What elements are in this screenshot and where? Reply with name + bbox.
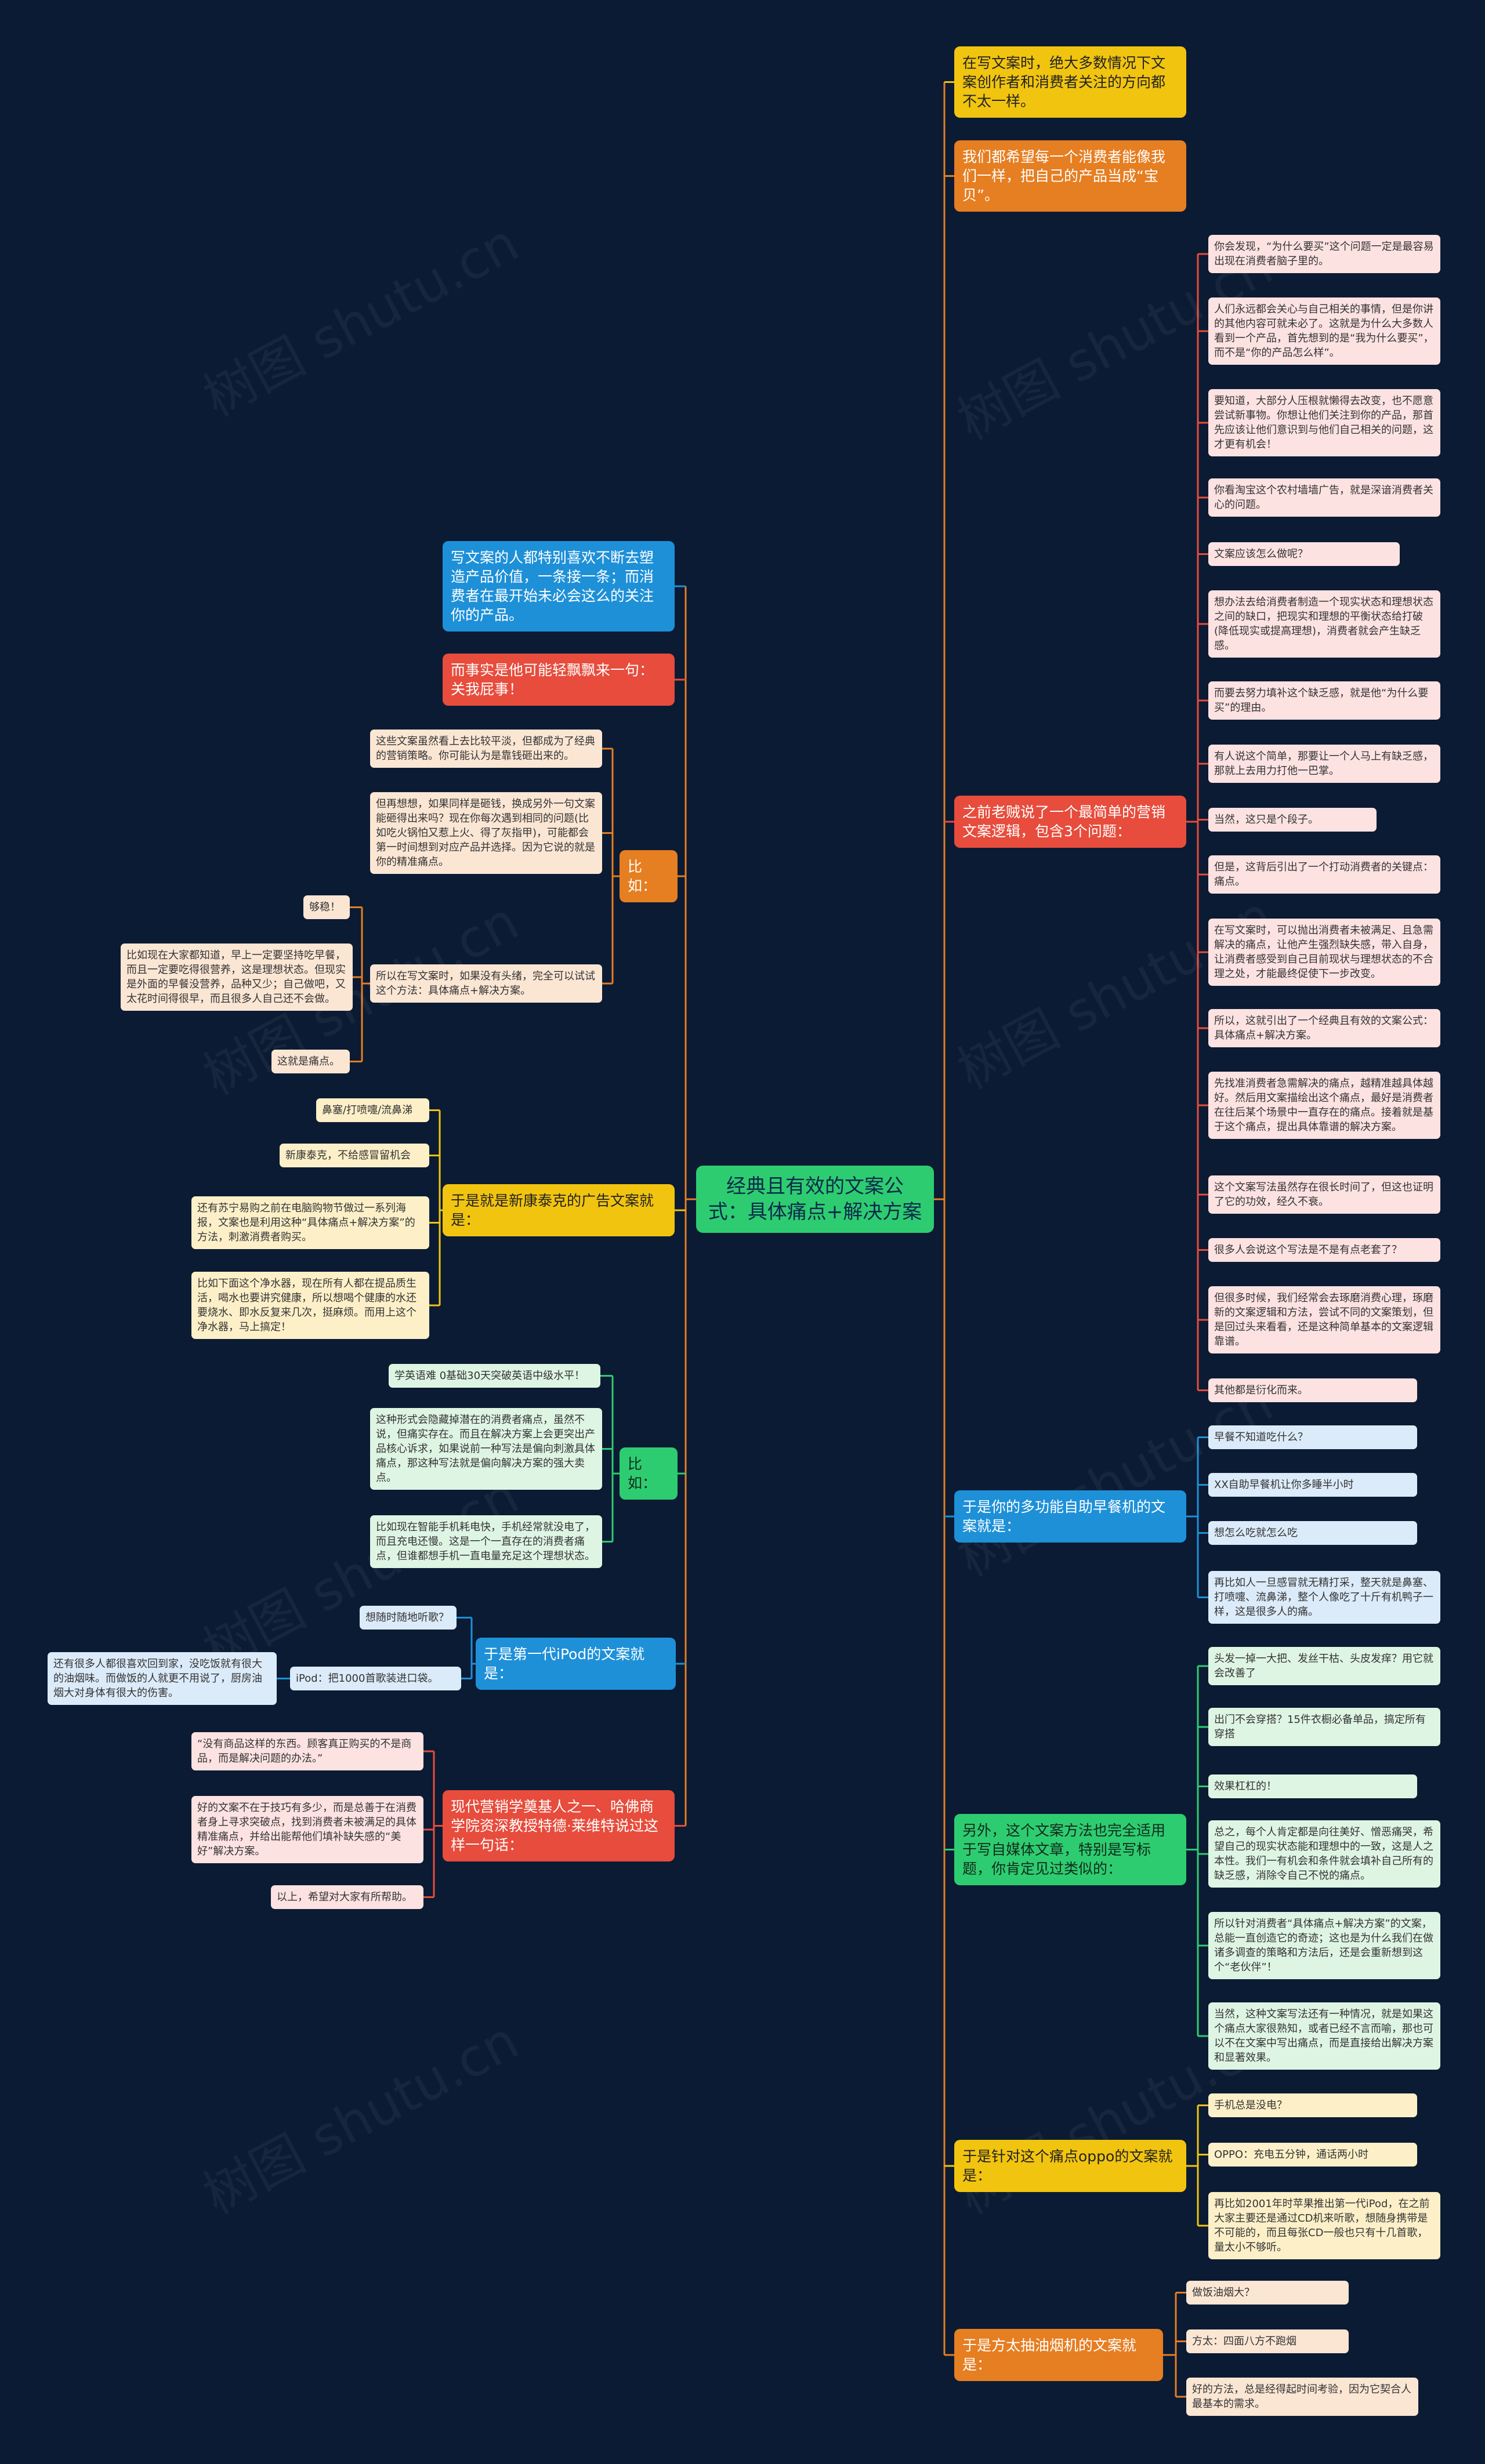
leaf-note: 头发一掉一大把、发丝干枯、头皮发痒？用它就会改善了: [1208, 1647, 1440, 1685]
leaf-note: 还有苏宁易购之前在电脑购物节做过一系列海报，文案也是利用这种“具体痛点+解决方案…: [191, 1196, 429, 1249]
leaf-note: 所以在写文案时，如果没有头绪，完全可以试试这个方法：具体痛点+解决方案。: [370, 964, 602, 1003]
leaf-note: 再比如2001年时苹果推出第一代iPod，在之前大家主要还是通过CD机来听歌，想…: [1208, 2192, 1440, 2259]
leaf-note: 以上，希望对大家有所帮助。: [271, 1885, 423, 1909]
leaf-note: 想随时随地听歌？: [360, 1606, 457, 1630]
center-topic[interactable]: 经典且有效的文案公式：具体痛点+解决方案: [696, 1166, 934, 1233]
leaf-note: 在写文案时，可以抛出消费者未被满足、且急需解决的痛点，让他产生强烈缺失感，带入自…: [1208, 919, 1440, 986]
leaf-note: 这些文案虽然看上去比较平淡，但都成为了经典的营销策略。你可能认为是靠钱砸出来的。: [370, 730, 602, 768]
branch-topic[interactable]: 于是方太抽油烟机的文案就是：: [954, 2329, 1163, 2381]
leaf-note: 总之，每个人肯定都是向往美好、憎恶痛哭，希望自己的现实状态能和理想中的一致，这是…: [1208, 1820, 1440, 1888]
branch-topic[interactable]: 另外，这个文案方法也完全适用于写自媒体文章，特别是写标题，你肯定见过类似的：: [954, 1814, 1186, 1885]
leaf-note: 但很多时候，我们经常会去琢磨消费心理，琢磨新的文案逻辑和方法，尝试不同的文案策划…: [1208, 1286, 1440, 1353]
leaf-note: 比如下面这个净水器，现在所有人都在提品质生活，喝水也要讲究健康，所以想喝个健康的…: [191, 1272, 429, 1339]
leaf-note: 但再想想，如果同样是砸钱，换成另外一句文案能砸得出来吗？现在你每次遇到相同的问题…: [370, 792, 602, 874]
leaf-note: 手机总是没电？: [1208, 2093, 1417, 2117]
leaf-note: 而要去努力填补这个缺乏感，就是他“为什么要买”的理由。: [1208, 681, 1440, 720]
leaf-note: 方太：四面八方不跑烟: [1186, 2329, 1349, 2353]
branch-topic[interactable]: 写文案的人都特别喜欢不断去塑造产品价值，一条接一条；而消费者在最开始未必会这么的…: [443, 541, 675, 632]
leaf-note: 早餐不知道吃什么？: [1208, 1425, 1417, 1449]
leaf-note: 好的方法，总是经得起时间考验，因为它契合人最基本的需求。: [1186, 2378, 1418, 2416]
leaf-note: 比如现在智能手机耗电快，手机经常就没电了，而且充电还慢。这是一个一直存在的消费者…: [370, 1515, 602, 1568]
branch-topic[interactable]: 在写文案时，绝大多数情况下文案创作者和消费者关注的方向都不太一样。: [954, 46, 1186, 118]
leaf-note: 你看淘宝这个农村墙墙广告，就是深谙消费者关心的问题。: [1208, 478, 1440, 517]
branch-topic[interactable]: 于是就是新康泰克的广告文案就是：: [443, 1184, 675, 1236]
leaf-note: 所以针对消费者“具体痛点+解决方案”的文案，总能一直创造它的奇迹；这也是为什么我…: [1208, 1912, 1440, 1979]
leaf-note: 新康泰克，不给感冒留机会: [280, 1144, 429, 1167]
leaf-note: OPPO：充电五分钟，通话两小时: [1208, 2143, 1417, 2167]
branch-topic[interactable]: 现代营销学奠基人之一、哈佛商学院资深教授特德·莱维特说过这样一句话：: [443, 1790, 675, 1861]
leaf-note: 这种形式会隐藏掉潜在的消费者痛点，虽然不说，但痛实存在。而且在解决方案上会更突出…: [370, 1408, 602, 1490]
leaf-note: 比如现在大家都知道，早上一定要坚持吃早餐，而且一定要吃得很营养，这是理想状态。但…: [121, 943, 353, 1011]
leaf-note: 出门不会穿搭？15件衣橱必备单品，搞定所有穿搭: [1208, 1708, 1440, 1746]
leaf-note: 还有很多人都很喜欢回到家，没吃饭就有很大的油烟味。而做饭的人就更不用说了，厨房油…: [48, 1652, 277, 1705]
branch-topic[interactable]: 于是针对这个痛点oppo的文案就是：: [954, 2140, 1186, 2192]
branch-topic[interactable]: 之前老贼说了一个最简单的营销文案逻辑，包含3个问题：: [954, 796, 1186, 848]
leaf-note: 很多人会说这个写法是不是有点老套了？: [1208, 1238, 1440, 1262]
leaf-note: XX自助早餐机让你多睡半小时: [1208, 1473, 1417, 1497]
leaf-note: 做饭油烟大？: [1186, 2281, 1349, 2305]
leaf-note: 这个文案写法虽然存在很长时间了，但这也证明了它的功效，经久不衰。: [1208, 1175, 1440, 1214]
leaf-note: 人们永远都会关心与自己相关的事情，但是你讲的其他内容可就未必了。这就是为什么大多…: [1208, 297, 1440, 365]
leaf-note: 效果杠杠的！: [1208, 1774, 1417, 1798]
leaf-note: 想办法去给消费者制造一个现实状态和理想状态之间的缺口，把现实和理想的平衡状态给打…: [1208, 590, 1440, 658]
leaf-note: 但是，这背后引出了一个打动消费者的关键点：痛点。: [1208, 855, 1440, 894]
branch-topic[interactable]: 于是第一代iPod的文案就是：: [476, 1638, 676, 1690]
leaf-note: 其他都是衍化而来。: [1208, 1378, 1417, 1402]
leaf-note: 所以，这就引出了一个经典且有效的文案公式：具体痛点+解决方案。: [1208, 1009, 1440, 1047]
leaf-note: 要知道，大部分人压根就懒得去改变，也不愿意尝试新事物。你想让他们关注到你的产品，…: [1208, 389, 1440, 456]
branch-topic[interactable]: 而事实是他可能轻飘飘来一句：关我屁事！: [443, 654, 675, 706]
leaf-note: 有人说这个简单，那要让一个人马上有缺乏感，那就上去用力打他一巴掌。: [1208, 745, 1440, 783]
leaf-note: 学英语难 0基础30天突破英语中级水平！: [389, 1364, 600, 1388]
leaf-note: 当然，这只是个段子。: [1208, 808, 1377, 832]
leaf-note: 先找准消费者急需解决的痛点，越精准越具体越好。然后用文案描绘出这个痛点，最好是消…: [1208, 1072, 1440, 1139]
leaf-note: 鼻塞/打喷嚏/流鼻涕: [316, 1098, 429, 1122]
leaf-note: 够稳！: [303, 895, 350, 919]
leaf-note: 你会发现，“为什么要买”这个问题一定是最容易出现在消费者脑子里的。: [1208, 235, 1440, 273]
branch-topic[interactable]: 比如：: [620, 1447, 678, 1500]
leaf-note: 这就是痛点。: [271, 1050, 350, 1073]
leaf-note: iPod：把1000首歌装进口袋。: [290, 1667, 461, 1690]
leaf-note: 好的文案不在于技巧有多少，而是总善于在消费者身上寻求突破点，找到消费者未被满足的…: [191, 1796, 423, 1863]
leaf-note: “没有商品这样的东西。顾客真正购买的不是商品，而是解决问题的办法。”: [191, 1732, 423, 1770]
leaf-note: 文案应该怎么做呢？: [1208, 542, 1400, 566]
branch-topic[interactable]: 于是你的多功能自助早餐机的文案就是：: [954, 1490, 1186, 1543]
leaf-note: 当然，这种文案写法还有一种情况，就是如果这个痛点大家很熟知，或者已经不言而喻，那…: [1208, 2002, 1440, 2070]
branch-topic[interactable]: 我们都希望每一个消费者能像我们一样，把自己的产品当成“宝贝”。: [954, 140, 1186, 212]
leaf-note: 再比如人一旦感冒就无精打采，整天就是鼻塞、打喷嚏、流鼻涕，整个人像吃了十斤有机鸭…: [1208, 1571, 1440, 1624]
branch-topic[interactable]: 比如：: [620, 850, 678, 902]
leaf-note: 想怎么吃就怎么吃: [1208, 1521, 1417, 1545]
